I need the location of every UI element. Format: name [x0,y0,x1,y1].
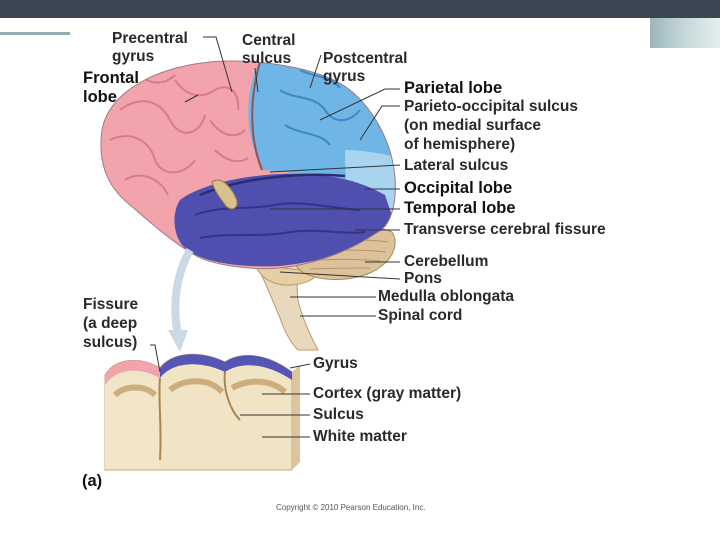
slide-accent-line [0,32,70,35]
label-frontal-lobe-line1: Frontal [83,69,139,87]
label-pons: Pons [404,270,442,287]
label-postcentral-gyrus-line2: gyrus [323,68,366,85]
label-medulla-oblongata: Medulla oblongata [378,288,515,305]
cerebrum-outline [100,60,396,270]
slide-top-bar [0,0,720,18]
label-cortex-gray-matter: Cortex (gray matter) [313,385,462,402]
zoom-arrowhead [168,330,188,352]
label-precentral-gyrus-line1: Precentral [112,30,188,47]
label-transverse-fissure: Transverse cerebral fissure [404,221,606,238]
frontal-gyri-lines [109,74,249,196]
label-frontal-lobe-line2: lobe [83,88,117,106]
label-temporal-lobe: Temporal lobe [404,199,516,217]
leader-lines [150,36,401,438]
label-gyrus: Gyrus [313,355,358,372]
temporal-gyri-lines [194,202,366,239]
panel-label: (a) [82,472,103,490]
parietal-gyri-lines [279,69,361,146]
copyright-notice: Copyright © 2010 Pearson Education, Inc. [276,503,426,512]
label-parieto-occipital-line3: of hemisphere) [404,136,516,153]
label-cerebellum: Cerebellum [404,253,489,270]
slide-accent-decoration [650,18,720,48]
central-sulcus-line [251,61,263,171]
label-postcentral-gyrus-line1: Postcentral [323,50,408,67]
label-precentral-gyrus-line2: gyrus [112,48,155,65]
label-fissure-line1: Fissure [83,296,139,313]
label-central-sulcus-line2: sulcus [242,50,292,67]
label-lateral-sulcus: Lateral sulcus [404,157,509,174]
label-parietal-lobe: Parietal lobe [404,79,503,97]
label-spinal-cord: Spinal cord [378,307,463,324]
cortex-cross-section [104,353,300,471]
label-central-sulcus-line1: Central [242,32,296,49]
label-fissure-line3: sulcus) [83,334,138,351]
label-parieto-occipital-line1: Parieto-occipital sulcus [404,98,578,115]
label-occipital-lobe: Occipital lobe [404,179,513,197]
label-sulcus: Sulcus [313,406,364,423]
retractor-flap [211,179,238,210]
label-fissure-line2: (a deep [83,315,138,332]
label-white-matter: White matter [313,428,407,445]
label-parieto-occipital-line2: (on medial surface [404,117,541,134]
zoom-arrow [171,248,194,336]
